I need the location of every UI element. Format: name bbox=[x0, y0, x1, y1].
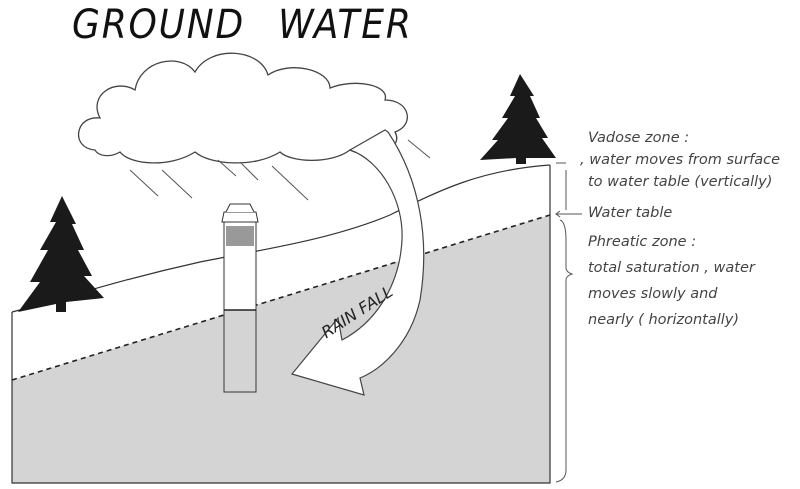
phreatic-zone-line2: moves slowly and bbox=[588, 286, 718, 302]
tree-icon bbox=[480, 74, 556, 164]
vadose-bracket bbox=[556, 162, 567, 210]
phreatic-bracket bbox=[555, 219, 574, 483]
phreatic-zone-line1: total saturation , water bbox=[588, 260, 755, 276]
rain-streaks bbox=[129, 139, 431, 201]
phreatic-zone-line3: nearly ( horizontally) bbox=[588, 312, 740, 328]
diagram-title: GROUND WATER bbox=[72, 2, 413, 48]
vadose-zone-line1: , water moves from surface bbox=[580, 152, 781, 168]
water-table-line bbox=[11, 214, 551, 381]
vadose-zone-line2: to water table (vertically) bbox=[588, 174, 773, 190]
water-table-label: Water table bbox=[588, 205, 673, 221]
rainfall-arrow bbox=[290, 129, 425, 396]
phreatic-zone-title: Phreatic zone : bbox=[588, 234, 697, 250]
well bbox=[221, 203, 259, 393]
tree-icon bbox=[18, 196, 104, 312]
water-table-pointer bbox=[555, 210, 582, 218]
cloud bbox=[78, 52, 408, 164]
vadose-zone-title: Vadose zone : bbox=[588, 130, 690, 146]
ground-outline bbox=[11, 165, 551, 484]
